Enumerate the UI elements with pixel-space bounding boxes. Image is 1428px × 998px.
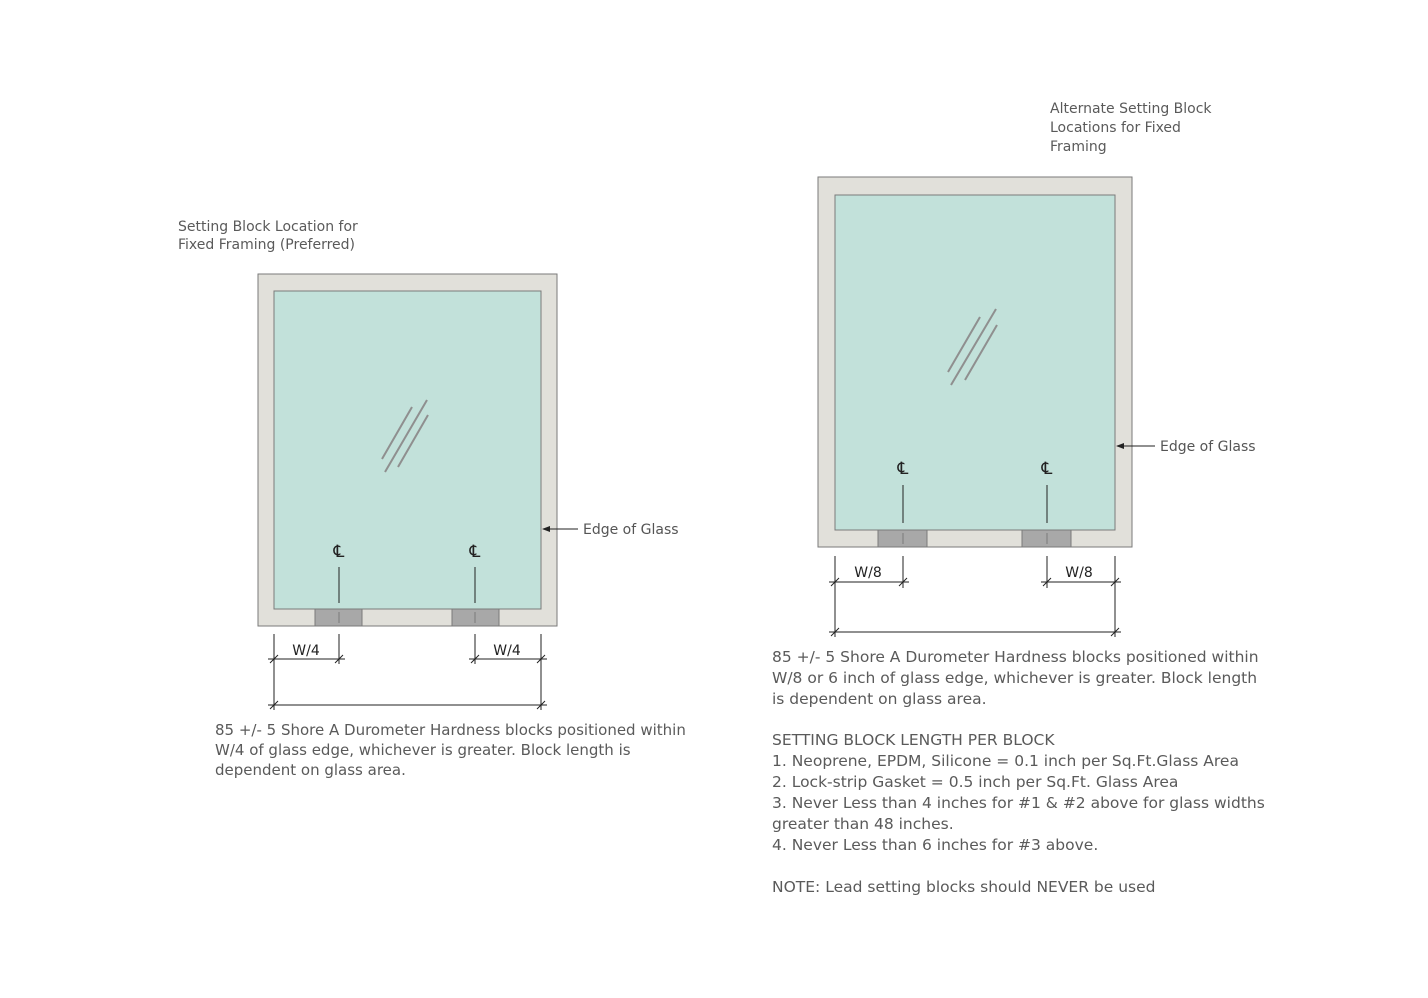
- right-glass-reflection-icon: [947, 308, 998, 386]
- right-centerline-symbol-1: ℄: [897, 459, 909, 479]
- left-description-line-3: dependent on glass area.: [215, 761, 406, 779]
- note-item-3: 3. Never Less than 4 inches for #1 & #2 …: [772, 794, 1265, 812]
- left-dim-label-2: W/4: [493, 643, 521, 659]
- right-description-line-1: 85 +/- 5 Shore A Durometer Hardness bloc…: [772, 648, 1259, 666]
- right-description-line-2: W/8 or 6 inch of glass edge, whichever i…: [772, 669, 1258, 687]
- right-title-line-3: Framing: [1050, 139, 1107, 155]
- right-edge-label: Edge of Glass: [1160, 439, 1256, 455]
- note-item-2: 2. Lock-strip Gasket = 0.5 inch per Sq.F…: [772, 773, 1179, 791]
- lead-warning-note: NOTE: Lead setting blocks should NEVER b…: [772, 877, 1156, 898]
- right-title-line-1: Alternate Setting Block: [1050, 101, 1212, 117]
- left-glass-reflection-icon: [381, 399, 429, 473]
- right-description: 85 +/- 5 Shore A Durometer Hardness bloc…: [772, 647, 1259, 710]
- right-description-line-3: is dependent on glass area.: [772, 690, 987, 708]
- left-diagram-title: Setting Block Location for Fixed Framing…: [178, 218, 358, 254]
- left-title-line-1: Setting Block Location for: [178, 219, 358, 235]
- left-dimensions: [268, 634, 547, 710]
- lead-warning-text: NOTE: Lead setting blocks should NEVER b…: [772, 878, 1156, 896]
- left-edge-label: Edge of Glass: [583, 522, 679, 538]
- note-item-3-cont: greater than 48 inches.: [772, 815, 954, 833]
- left-dim-label-1: W/4: [292, 643, 320, 659]
- right-dim-label-1: W/8: [854, 565, 881, 581]
- right-dimensions: [829, 556, 1121, 637]
- note-item-1: 1. Neoprene, EPDM, Silicone = 0.1 inch p…: [772, 752, 1239, 770]
- right-window: ℄ ℄ Edge of Glass W/8 W/8: [817, 176, 1256, 637]
- left-description-line-2: W/4 of glass edge, whichever is greater.…: [215, 741, 631, 759]
- note-item-4: 4. Never Less than 6 inches for #3 above…: [772, 836, 1099, 854]
- right-title-line-2: Locations for Fixed: [1050, 120, 1181, 136]
- left-description-line-1: 85 +/- 5 Shore A Durometer Hardness bloc…: [215, 721, 686, 739]
- left-centerline-symbol-1: ℄: [333, 542, 345, 562]
- setting-block-notes: SETTING BLOCK LENGTH PER BLOCK 1. Neopre…: [772, 730, 1265, 856]
- left-window: ℄ ℄ Edge of Glass W/4 W/4: [257, 273, 679, 710]
- left-description: 85 +/- 5 Shore A Durometer Hardness bloc…: [215, 720, 686, 780]
- left-title-line-2: Fixed Framing (Preferred): [178, 237, 356, 253]
- notes-heading: SETTING BLOCK LENGTH PER BLOCK: [772, 731, 1055, 749]
- right-dim-label-2: W/8: [1065, 565, 1092, 581]
- right-diagram-title: Alternate Setting Block Locations for Fi…: [1050, 100, 1212, 157]
- left-centerline-symbol-2: ℄: [469, 542, 481, 562]
- right-centerline-symbol-2: ℄: [1041, 459, 1053, 479]
